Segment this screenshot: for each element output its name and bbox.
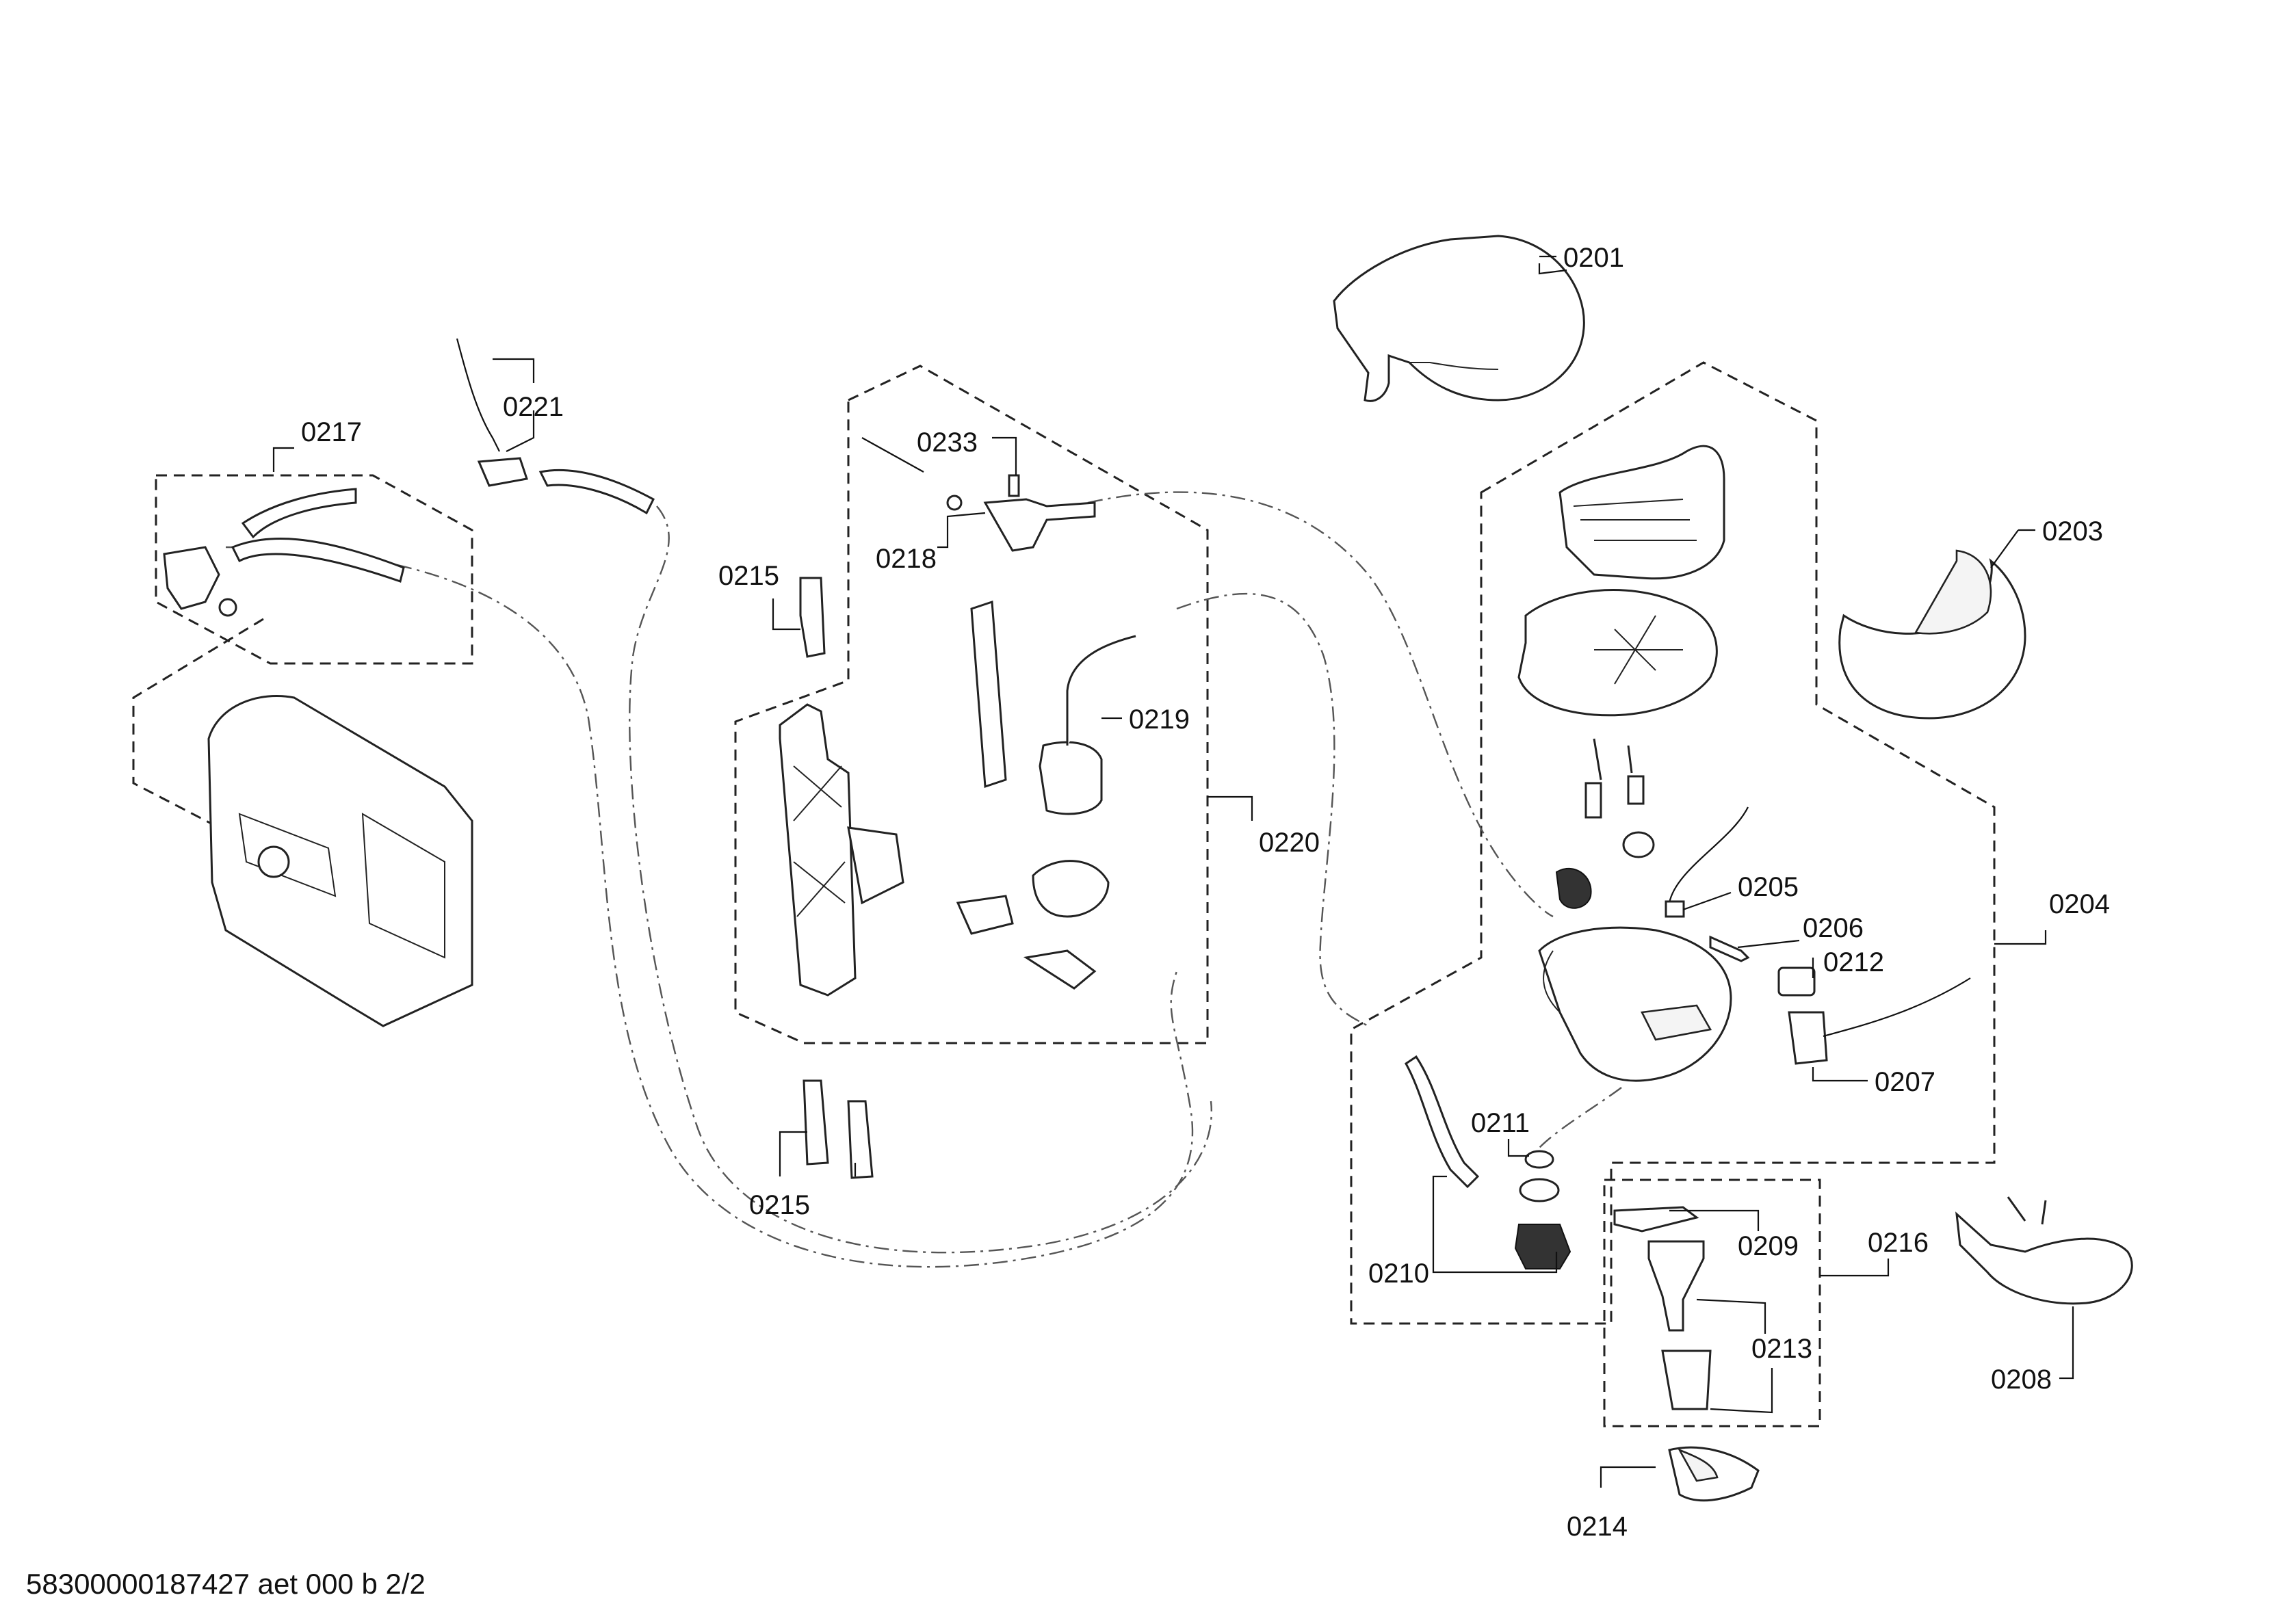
part-0213-funnel-upper [1647, 1240, 1705, 1332]
leader-0214 [1600, 1466, 1656, 1488]
part-0214-valve-cap [1668, 1446, 1760, 1502]
label-0233: 0233 [917, 427, 978, 458]
label-0216: 0216 [1868, 1228, 1929, 1258]
leader-0233 [992, 436, 1017, 475]
group-link-0217 [132, 618, 264, 832]
leader-0209 [1669, 1209, 1760, 1231]
hose-route-left-loop-2 [629, 505, 1213, 1254]
hose-routes [225, 491, 1622, 1268]
label-0205: 0205 [1738, 872, 1799, 902]
part-0217-hose-set [163, 488, 405, 617]
label-0208: 0208 [1991, 1365, 2052, 1395]
leader-0216 [1820, 1259, 1890, 1277]
part-0209-bracket [1613, 1206, 1699, 1233]
part-0219-pump [1032, 635, 1136, 918]
leader-lines [272, 255, 2074, 1488]
part-0221-valve [456, 338, 655, 515]
leader-0208 [2059, 1306, 2074, 1380]
label-0215-upper: 0215 [718, 561, 779, 591]
label-0218: 0218 [876, 544, 937, 574]
label-0219: 0219 [1129, 705, 1190, 735]
leader-0215-upper [772, 598, 800, 631]
label-0204: 0204 [2049, 889, 2110, 919]
part-0205-cable [1665, 806, 1749, 918]
leader-0220 [1208, 795, 1253, 821]
leader-0221 [493, 358, 535, 452]
label-0215-lower: 0215 [749, 1190, 810, 1220]
part-0215-fitting-lower-a [803, 1079, 829, 1166]
document-id: 58300000187427 aet 000 b 2/2 [26, 1568, 426, 1600]
hose-route-center-arc [1087, 491, 1554, 918]
part-0233-pin [861, 437, 1020, 497]
leader-0210 [1432, 1175, 1558, 1274]
part-0212-seal [1777, 966, 1816, 997]
label-0206: 0206 [1803, 913, 1864, 943]
leader-0211 [1507, 1139, 1529, 1157]
part-labels: 0201 0203 0204 0205 0206 0207 0208 0209 … [301, 243, 2110, 1542]
label-0214: 0214 [1567, 1512, 1628, 1542]
leader-0215-lower [779, 1131, 857, 1176]
label-0211: 0211 [1471, 1108, 1530, 1138]
leader-0204 [1994, 930, 2047, 945]
part-0206-clip [1709, 935, 1750, 962]
part-0213-funnel-lower [1661, 1350, 1712, 1410]
label-0201: 0201 [1563, 243, 1624, 273]
leader-0205 [1682, 891, 1732, 911]
leader-0203 [1990, 529, 2035, 568]
label-0203: 0203 [2042, 516, 2103, 547]
group-outline-0217 [155, 474, 473, 665]
group-outline-0216 [1603, 1179, 1821, 1427]
label-0210: 0210 [1368, 1259, 1429, 1289]
label-0209: 0209 [1738, 1231, 1799, 1261]
hose-route-left-loop [225, 546, 1194, 1268]
label-0207: 0207 [1875, 1067, 1935, 1097]
leader-0206 [1737, 939, 1800, 949]
label-0217: 0217 [301, 417, 362, 447]
part-0203-shield [1838, 549, 2026, 720]
leader-0218 [937, 512, 986, 549]
label-0220: 0220 [1259, 828, 1320, 858]
hose-route-lower [1532, 1087, 1622, 1157]
label-0221: 0221 [503, 392, 564, 422]
group-outline-0204 [1350, 361, 1996, 1325]
leader-0201 [1538, 255, 1567, 275]
part-0215-fitting-lower-b [847, 1100, 874, 1179]
label-0213: 0213 [1751, 1334, 1812, 1364]
part-0211-valve [1514, 1150, 1571, 1269]
group-outlines [132, 361, 1996, 1427]
leader-0217 [272, 447, 294, 472]
part-0210-hose [1405, 1055, 1480, 1189]
part-0201-lid [1333, 235, 1585, 402]
part-0218-valve-assembly [946, 495, 1096, 552]
label-0212: 0212 [1823, 947, 1884, 977]
part-0208-holder [1955, 1196, 2133, 1305]
part-housing-left [207, 695, 473, 1027]
part-0207-sensor [1788, 977, 1971, 1065]
part-0220-frame [779, 600, 1097, 997]
leader-0207 [1812, 1067, 1868, 1082]
part-0204-brewing-unit [1517, 445, 1732, 1082]
leader-0213 [1696, 1298, 1773, 1414]
hose-route-center-arc-2 [1176, 592, 1369, 1027]
part-0215-fitting-upper [799, 577, 826, 658]
